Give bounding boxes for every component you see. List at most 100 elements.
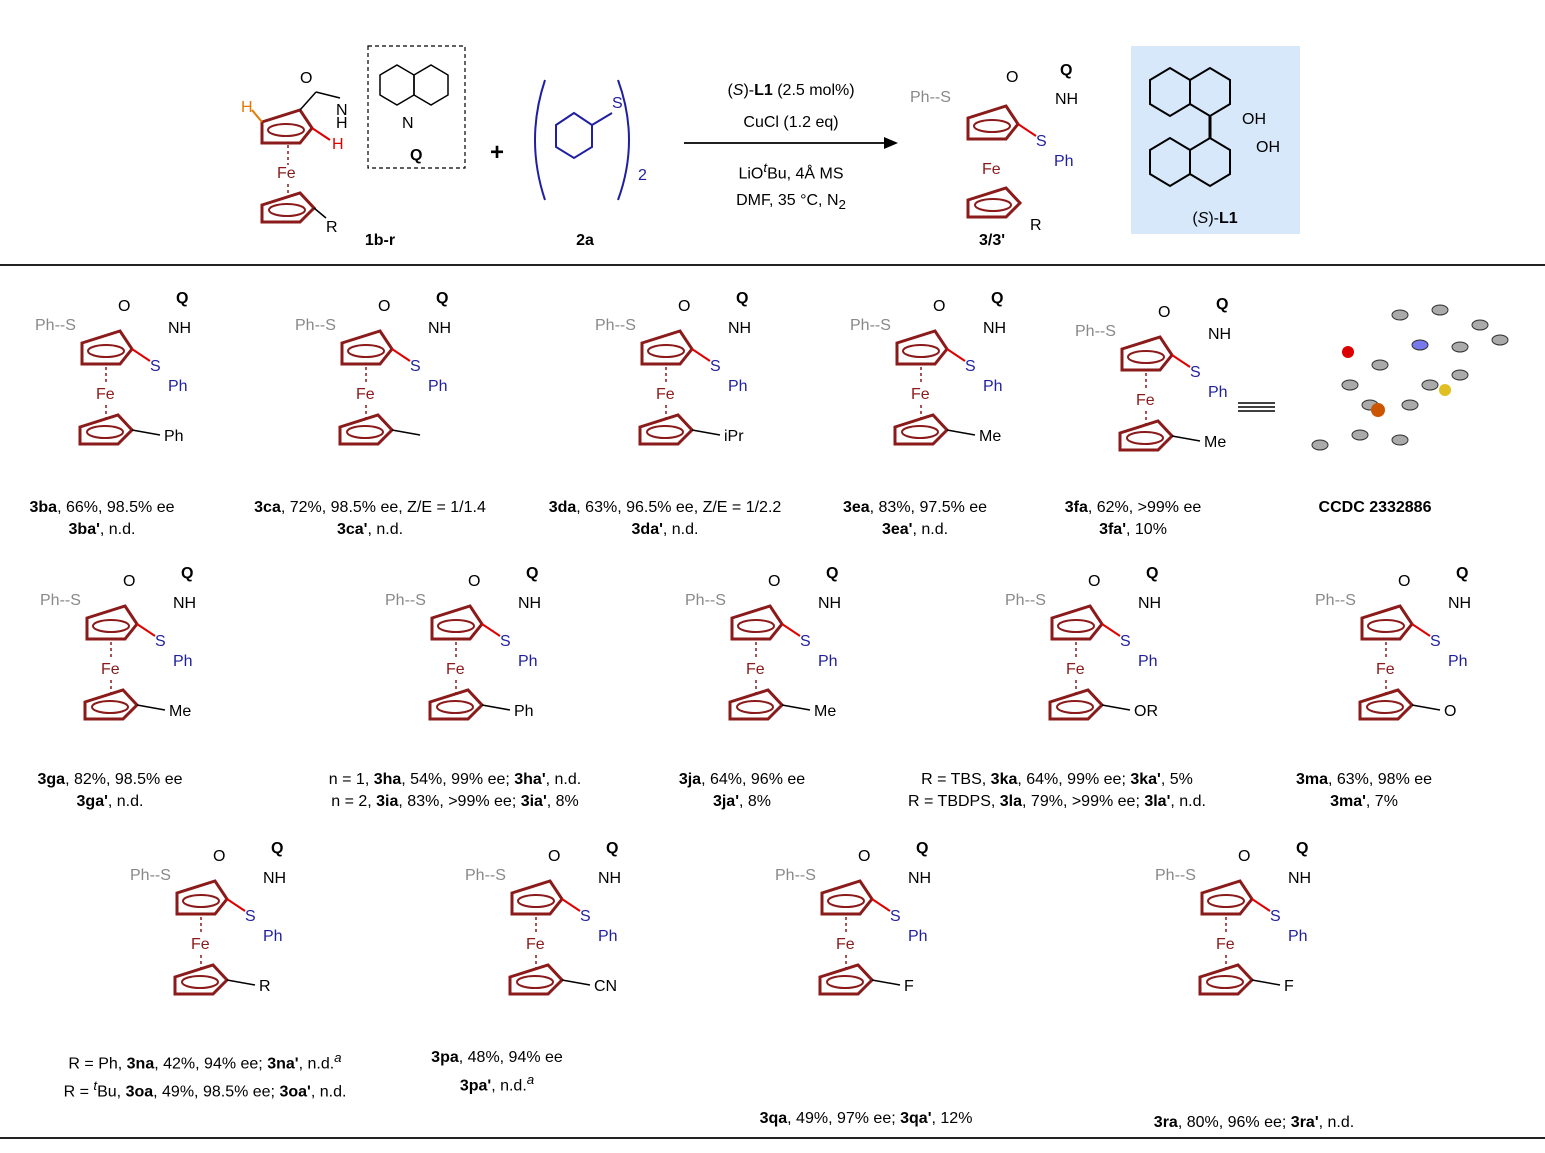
svg-text:Ph: Ph — [1208, 384, 1228, 401]
svg-text:Ph--S: Ph--S — [130, 867, 171, 884]
svg-text:O: O — [1158, 304, 1170, 321]
svg-text:O: O — [1238, 848, 1250, 865]
svg-text:Me: Me — [979, 428, 1001, 445]
svg-text:Q: Q — [1296, 840, 1308, 857]
svg-text:Q: Q — [991, 290, 1003, 307]
svg-text:F: F — [904, 978, 914, 995]
caption-3ma: 3ma, 63%, 98% ee 3ma', 7% — [1295, 771, 1433, 810]
diphenyl-disulfide: S 2 — [534, 79, 647, 201]
svg-text:O: O — [468, 573, 480, 590]
svg-text:Q: Q — [176, 290, 188, 307]
caption-3ca: 3ca, 72%, 98.5% ee, Z/E = 1/1.4 3ca', n.… — [254, 499, 486, 538]
svg-text:Ph--S: Ph--S — [595, 317, 636, 334]
svg-text:Q: Q — [271, 840, 283, 857]
caption-3da: 3da, 63%, 96.5% ee, Z/E = 1/2.2 3da', n.… — [548, 499, 782, 538]
svg-text:Fe: Fe — [982, 161, 1001, 178]
svg-text:Ph: Ph — [164, 428, 184, 445]
binol-ligand: OH OH — [1149, 66, 1280, 188]
svg-text:Q: Q — [606, 840, 618, 857]
svg-text:Ph--S: Ph--S — [685, 592, 726, 609]
svg-text:Fe: Fe — [191, 936, 210, 953]
svg-text:Fe: Fe — [746, 661, 765, 678]
svg-text:Ph: Ph — [908, 928, 928, 945]
svg-text:NH: NH — [263, 870, 286, 887]
svg-text:O: O — [300, 70, 312, 87]
svg-text:S: S — [150, 358, 161, 375]
svg-text:O: O — [378, 298, 390, 315]
svg-text:2: 2 — [638, 167, 647, 184]
svg-text:Ph: Ph — [514, 703, 534, 720]
svg-text:O: O — [1088, 573, 1100, 590]
caption-3na: R = Ph, 3na, 42%, 94% ee; 3na', n.d.a R … — [63, 1050, 347, 1101]
svg-text:Ph: Ph — [818, 653, 838, 670]
svg-text:S: S — [890, 908, 901, 925]
svg-text:H: H — [336, 115, 348, 132]
scheme-graphics: Fe R H H O N H N Q + S — [241, 45, 1300, 236]
svg-text:Ph--S: Ph--S — [35, 317, 76, 334]
caption-3ba: 3ba, 66%, 98.5% ee 3ba', n.d. — [29, 499, 175, 538]
svg-text:CN: CN — [594, 978, 617, 995]
svg-text:S: S — [1036, 133, 1047, 150]
svg-text:F: F — [1284, 978, 1294, 995]
svg-text:Ph: Ph — [1288, 928, 1308, 945]
svg-text:S: S — [800, 633, 811, 650]
svg-text:S: S — [410, 358, 421, 375]
svg-text:Q: Q — [1060, 62, 1072, 79]
svg-text:NH: NH — [1208, 326, 1231, 343]
product-structures: Ph--SSPhONHQFePhPh--SSPhONHQFePh--SSPhON… — [35, 290, 1509, 996]
svg-text:Fe: Fe — [1066, 661, 1085, 678]
caption-3ka: R = TBS, 3ka, 64%, 99% ee; 3ka', 5% R = … — [908, 771, 1206, 810]
svg-text:Q: Q — [736, 290, 748, 307]
svg-text:NH: NH — [983, 320, 1006, 337]
svg-text:Me: Me — [169, 703, 191, 720]
svg-text:OR: OR — [1134, 703, 1158, 720]
svg-text:Fe: Fe — [96, 386, 115, 403]
svg-text:NH: NH — [173, 595, 196, 612]
svg-text:S: S — [1270, 908, 1281, 925]
svg-text:N: N — [336, 102, 348, 119]
svg-text:Ph: Ph — [263, 928, 283, 945]
svg-text:Ph: Ph — [168, 378, 188, 395]
caption-ccdc: CCDC 2332886 — [1318, 499, 1432, 516]
svg-text:NH: NH — [518, 595, 541, 612]
reactant-label: 1b-r — [364, 232, 396, 249]
svg-text:NH: NH — [168, 320, 191, 337]
svg-text:NH: NH — [818, 595, 841, 612]
svg-text:Ph--S: Ph--S — [1075, 323, 1116, 340]
svg-text:Ph: Ph — [1138, 653, 1158, 670]
svg-text:NH: NH — [908, 870, 931, 887]
caption-3pa: 3pa, 48%, 94% ee 3pa', n.d.a — [431, 1049, 563, 1095]
svg-text:NH: NH — [728, 320, 751, 337]
svg-text:Me: Me — [814, 703, 836, 720]
ligand-label: (S)-L1 — [1192, 210, 1238, 227]
svg-text:Q: Q — [436, 290, 448, 307]
svg-text:NH: NH — [1138, 595, 1161, 612]
svg-text:NH: NH — [428, 320, 451, 337]
svg-text:Ph--S: Ph--S — [40, 592, 81, 609]
condition-base: LiOtBu, 4Å MS — [738, 160, 844, 183]
svg-text:O: O — [1398, 573, 1410, 590]
reactant-ferrocene: Fe R H H O N H N Q — [241, 45, 466, 236]
svg-text:O: O — [213, 848, 225, 865]
svg-text:S: S — [1120, 633, 1131, 650]
svg-text:Fe: Fe — [836, 936, 855, 953]
svg-text:NH: NH — [1055, 91, 1078, 108]
svg-text:S: S — [500, 633, 511, 650]
svg-text:iPr: iPr — [724, 428, 744, 445]
svg-text:S: S — [155, 633, 166, 650]
svg-text:S: S — [612, 95, 623, 112]
svg-text:Fe: Fe — [1136, 392, 1155, 409]
svg-text:Ph: Ph — [518, 653, 538, 670]
svg-text:Ph: Ph — [173, 653, 193, 670]
svg-text:Ph: Ph — [728, 378, 748, 395]
svg-text:S: S — [1190, 364, 1201, 381]
svg-text:O: O — [1444, 703, 1456, 720]
reagent-label: 2a — [576, 232, 594, 249]
svg-text:Me: Me — [1204, 434, 1226, 451]
